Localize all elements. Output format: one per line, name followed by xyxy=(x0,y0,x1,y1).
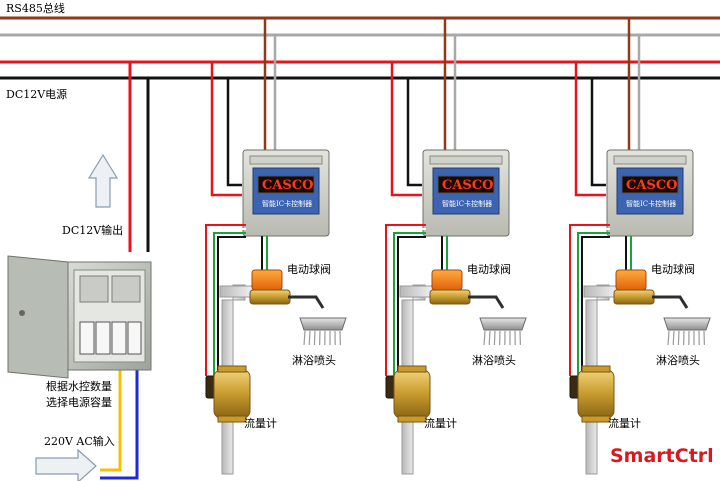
smartctrl-logo: SmartCtrl xyxy=(610,445,714,467)
motorized-valve xyxy=(429,269,471,305)
valve-label: 电动球阀 xyxy=(651,262,695,276)
power-drop-black xyxy=(590,78,606,187)
ac-input-label: 220V AC输入 xyxy=(44,434,115,448)
ic-card-controller: CASCO 智能IC卡控制器 xyxy=(606,149,694,237)
shower-head xyxy=(468,295,527,346)
controller-caption: 智能IC卡控制器 xyxy=(626,199,676,208)
card-slot xyxy=(429,155,503,165)
water-pipe xyxy=(221,284,246,475)
signal-wire-red xyxy=(385,224,426,376)
signal-wire-red xyxy=(205,224,246,376)
power-drop-black xyxy=(226,78,242,187)
flow-meter-label: 流量计 xyxy=(424,416,457,430)
power-drop-red xyxy=(210,62,242,197)
controller-caption: 智能IC卡控制器 xyxy=(442,199,492,208)
capacity-note-line1: 根据水控数量 xyxy=(46,379,112,393)
power-supply-feed xyxy=(100,62,150,480)
valve-label: 电动球阀 xyxy=(467,262,511,276)
water-pipe xyxy=(401,284,426,475)
power-drop-black xyxy=(406,78,422,187)
power-supply-box xyxy=(7,255,152,379)
ic-card-controller: CASCO 智能IC卡控制器 xyxy=(242,149,330,237)
dc12v-output-label: DC12V输出 xyxy=(62,223,123,237)
valve-body xyxy=(613,289,655,305)
shower-label: 淋浴喷头 xyxy=(472,354,516,367)
rs485-bus-label: RS485总线 xyxy=(6,1,65,15)
flow-meter-label: 流量计 xyxy=(244,416,277,430)
flow-meter-body xyxy=(213,369,251,419)
dc12v-power-lines xyxy=(0,60,720,80)
water-pipe xyxy=(585,284,610,475)
motorized-valve xyxy=(613,269,655,305)
signal-wire-green xyxy=(213,232,246,376)
capacity-note-line2: 选择电源容量 xyxy=(46,395,112,409)
shower-head-body xyxy=(663,317,711,331)
signal-wire-black xyxy=(217,236,246,376)
shower-label: 淋浴喷头 xyxy=(292,354,336,367)
valve-actuator xyxy=(251,269,283,291)
rs485-bus xyxy=(0,16,720,37)
shower-label: 淋浴喷头 xyxy=(656,354,700,367)
flow-meter-body xyxy=(577,369,615,419)
signal-wire-green xyxy=(393,232,426,376)
led-display xyxy=(621,175,679,194)
motorized-valve xyxy=(249,269,291,305)
shower-arm xyxy=(652,295,689,309)
shower-arm xyxy=(468,295,505,309)
flow-meter-label: 流量计 xyxy=(608,416,641,430)
flow-meter xyxy=(569,365,615,423)
signal-wire-black xyxy=(581,236,610,376)
ic-card-controller: CASCO 智能IC卡控制器 xyxy=(422,149,510,237)
flow-meter xyxy=(205,365,251,423)
flow-meter-body xyxy=(393,369,431,419)
valve-label: 电动球阀 xyxy=(287,262,331,276)
led-display xyxy=(257,175,315,194)
up-arrow-icon xyxy=(87,153,119,208)
led-display-text: CASCO xyxy=(262,178,314,193)
valve-body xyxy=(249,289,291,305)
shower-head xyxy=(652,295,711,346)
signal-wire-black xyxy=(397,236,426,376)
valve-actuator xyxy=(615,269,647,291)
led-display-text: CASCO xyxy=(442,178,494,193)
shower-arm xyxy=(288,295,325,309)
flow-meter xyxy=(385,365,431,423)
valve-body xyxy=(429,289,471,305)
valve-actuator xyxy=(431,269,463,291)
card-slot xyxy=(613,155,687,165)
dc12v-power-label: DC12V电源 xyxy=(6,87,67,101)
controller-caption: 智能IC卡控制器 xyxy=(262,199,312,208)
shower-head xyxy=(288,295,347,346)
led-display xyxy=(437,175,495,194)
shower-head-body xyxy=(299,317,347,331)
power-drop-red xyxy=(390,62,422,197)
power-drop-red xyxy=(574,62,606,197)
card-slot xyxy=(249,155,323,165)
signal-wire-red xyxy=(569,224,610,376)
shower-head-body xyxy=(479,317,527,331)
signal-wire-green xyxy=(577,232,610,376)
led-display-text: CASCO xyxy=(626,178,678,193)
right-arrow-icon xyxy=(35,448,97,481)
